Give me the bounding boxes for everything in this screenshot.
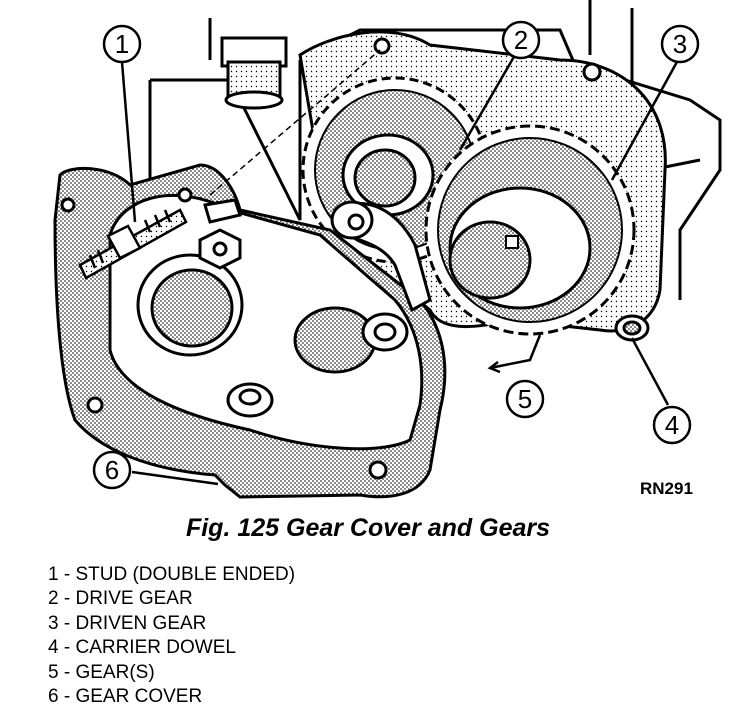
callout-4-number: 4 [665, 410, 679, 440]
legend-number: 6 [48, 686, 59, 708]
figure-code: RN291 [640, 479, 693, 498]
parts-legend: 1 - STUD (DOUBLE ENDED) 2 - DRIVE GEAR 3… [48, 563, 295, 709]
legend-text: CARRIER DOWEL [75, 637, 236, 659]
legend-item: 5 - GEAR(S) [48, 661, 295, 685]
legend-number: 1 [48, 564, 59, 585]
upper-fitting [220, 36, 288, 110]
legend-item: 2 - DRIVE GEAR [48, 587, 295, 611]
callout-5-number: 5 [518, 384, 532, 414]
legend-separator: - [58, 564, 76, 585]
callout-3: 3 [660, 24, 700, 64]
legend-text: STUD (DOUBLE ENDED) [75, 564, 296, 585]
legend-number: 5 [48, 661, 59, 683]
legend-text: DRIVEN GEAR [75, 612, 207, 634]
legend-item: 3 - DRIVEN GEAR [48, 612, 295, 636]
legend-text: DRIVE GEAR [75, 588, 193, 610]
gear-cover-illustration: 1 2 3 4 5 6 [53, 0, 722, 499]
carrier-dowel [614, 314, 650, 342]
callout-1: 1 [102, 24, 142, 64]
callout-6: 6 [92, 450, 132, 490]
driven-gear [424, 124, 636, 336]
legend-text: GEAR COVER [75, 686, 203, 708]
legend-separator: - [58, 588, 76, 610]
gear-cover [53, 163, 447, 499]
callout-6-number: 6 [105, 455, 119, 485]
legend-item: 6 - GEAR COVER [48, 685, 295, 709]
legend-number: 2 [48, 588, 59, 610]
callout-2-number: 2 [514, 25, 528, 55]
callout-3-number: 3 [673, 29, 687, 59]
legend-number: 4 [48, 637, 59, 659]
callout-1-number: 1 [115, 29, 129, 59]
legend-number: 3 [48, 612, 59, 634]
callout-5: 5 [505, 379, 545, 419]
legend-separator: - [58, 637, 76, 659]
legend-separator: - [58, 661, 76, 683]
legend-item: 4 - CARRIER DOWEL [48, 636, 295, 660]
figure-caption: Fig. 125 Gear Cover and Gears [185, 514, 551, 542]
leader-lines [120, 54, 680, 486]
alignment-line [209, 49, 381, 196]
stud [78, 208, 188, 280]
callout-4: 4 [652, 405, 692, 445]
legend-separator: - [58, 686, 76, 708]
legend-text: GEAR(S) [75, 661, 155, 683]
legend-item: 1 - STUD (DOUBLE ENDED) [48, 563, 295, 587]
callout-2: 2 [501, 20, 541, 60]
legend-separator: - [58, 612, 76, 634]
